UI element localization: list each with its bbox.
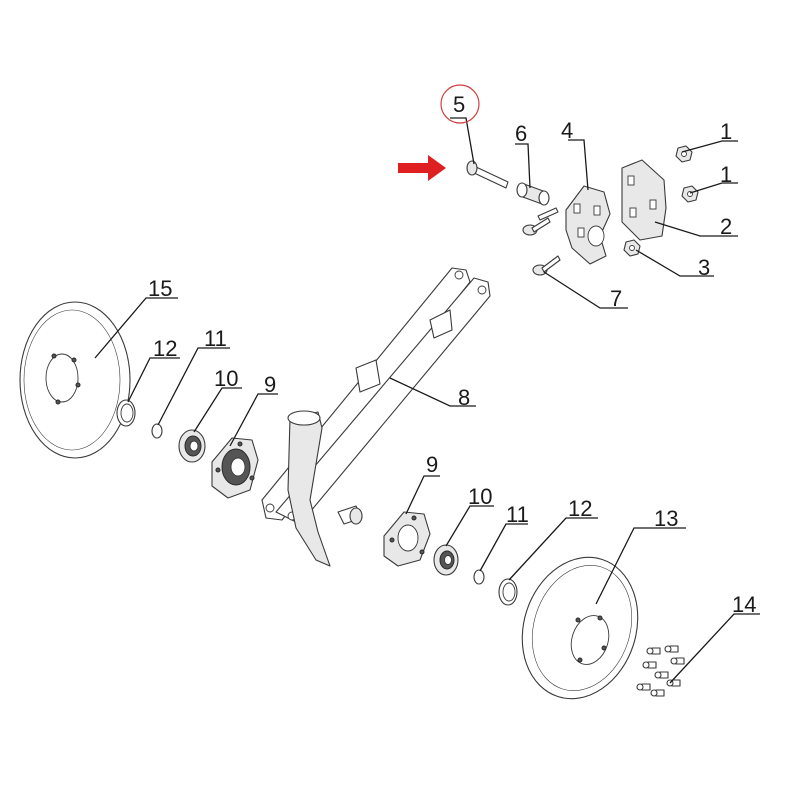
callout-11-left: 11 — [204, 326, 227, 351]
part-4-bracket — [565, 185, 611, 265]
callout-12-left: 12 — [153, 336, 177, 361]
callout-15: 15 — [148, 276, 172, 301]
part-1-nut-lower — [681, 185, 699, 203]
part-8-frame-arm — [261, 267, 491, 567]
callout-10-right: 10 — [468, 484, 492, 509]
part-12-snap-ring-right — [498, 578, 518, 606]
part-3-nut — [623, 239, 641, 257]
part-10-bearing-left — [178, 429, 206, 463]
callout-12-right: 12 — [568, 496, 592, 521]
callout-14: 14 — [732, 592, 756, 617]
highlight-arrow — [398, 155, 446, 181]
callout-8: 8 — [458, 385, 470, 410]
callout-10-left: 10 — [214, 366, 238, 391]
part-11-ring-right — [473, 569, 485, 585]
callout-11-right: 11 — [506, 502, 529, 527]
callout-1-lower: 1 — [720, 162, 732, 187]
part-6-pin — [516, 182, 550, 206]
callout-4: 4 — [561, 118, 573, 143]
part-10-bearing-right — [433, 544, 459, 576]
part-9-hub-left — [211, 437, 259, 499]
callout-6: 6 — [515, 121, 527, 146]
callout-9-left: 9 — [264, 372, 276, 397]
part-15-disc-left — [19, 301, 131, 459]
part-1-nut-upper — [675, 145, 693, 163]
part-5-long-bolt — [466, 160, 509, 189]
callout-2: 2 — [720, 214, 732, 239]
part-2-plate — [621, 159, 667, 241]
highlight-circle — [440, 84, 480, 124]
leader-lines — [94, 117, 760, 684]
part-12-snap-ring-left — [116, 399, 136, 427]
callout-3: 3 — [698, 255, 710, 280]
part-9-hub-right — [383, 511, 431, 567]
part-11-ring-left — [151, 423, 163, 439]
callout-7: 7 — [610, 286, 622, 311]
callout-5: 5 — [453, 92, 465, 117]
callout-1-upper: 1 — [720, 119, 732, 144]
part-14-bolts — [636, 645, 685, 697]
callout-9-right: 9 — [426, 452, 438, 477]
callout-labels: 1 1 2 3 4 5 6 7 8 9 9 10 10 11 11 12 12 … — [148, 92, 756, 617]
part-13-disc-right — [521, 556, 639, 700]
part-7-bolts — [522, 207, 561, 276]
callout-13: 13 — [654, 506, 678, 531]
